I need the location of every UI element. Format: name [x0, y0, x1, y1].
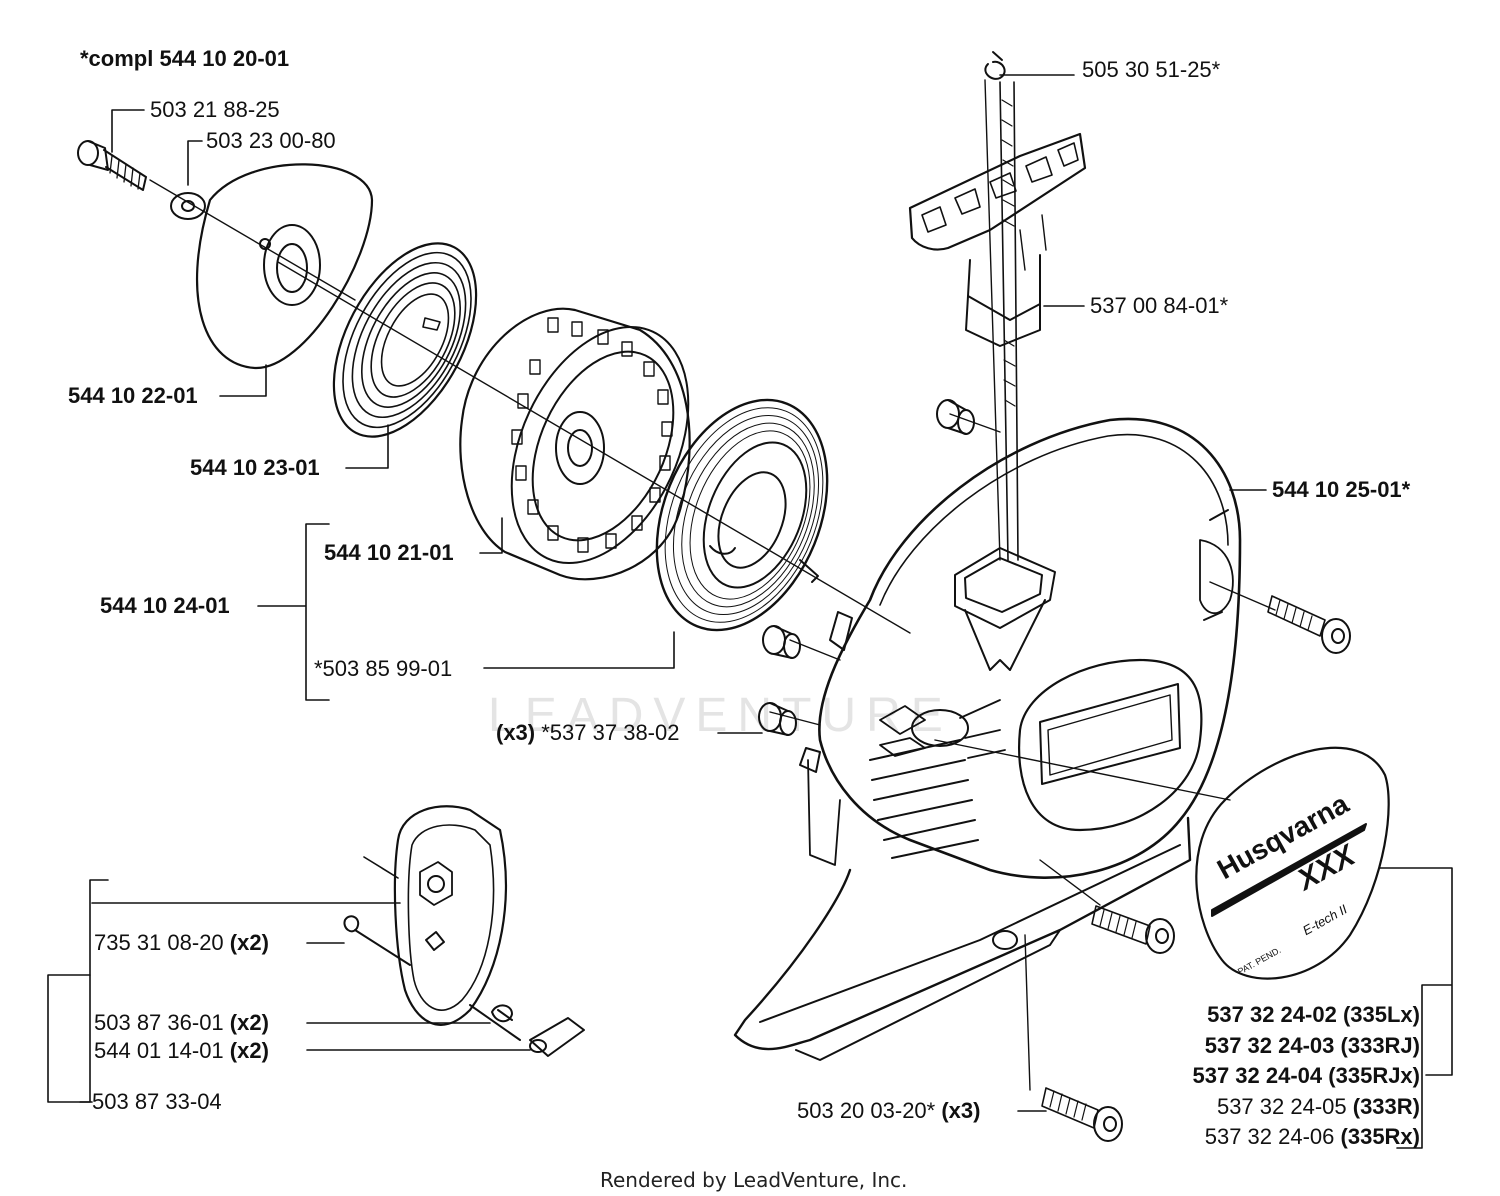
part-label-503-20-03-20[interactable]: 503 20 03-20* (x3) — [797, 1100, 980, 1122]
bushing-low — [758, 702, 797, 736]
quantity-badge: (x3) — [496, 720, 536, 745]
model-code: (335RJx) — [1328, 1063, 1420, 1088]
part-label-503-21-88-25[interactable]: 503 21 88-25 — [150, 97, 280, 122]
bushing-top — [936, 399, 975, 435]
recoil-spring — [332, 242, 478, 438]
footer-credit: Rendered by LeadVenture, Inc. — [600, 1168, 908, 1192]
starter-housing — [733, 417, 1242, 1061]
quantity-badge: (x2) — [229, 930, 269, 955]
part-number: 544 01 14-01 — [94, 1038, 224, 1063]
part-number: 503 20 03-20* — [797, 1098, 936, 1123]
assembly-title: *compl 544 10 20-01 — [80, 46, 290, 71]
part-label-503-87-36-01[interactable]: 503 87 36-01 (x2) — [94, 1012, 269, 1034]
part-label-735-31-08-20[interactable]: 735 31 08-20 (x2) — [94, 932, 269, 954]
decal-label-333r[interactable]: 537 32 24-05 (333R) — [1146, 1096, 1420, 1118]
washer-503-23-00-80 — [170, 192, 206, 220]
quantity-badge: (x3) — [941, 1098, 981, 1123]
part-number: 503 87 36-01 — [94, 1010, 224, 1035]
part-number: 537 32 24-05 — [1216, 1094, 1347, 1119]
leader-lines — [47, 74, 1453, 1149]
axis-lines — [149, 79, 1276, 1091]
rope-pulley — [459, 307, 691, 581]
part-number: 735 31 08-20 — [94, 930, 224, 955]
quantity-badge: (x2) — [229, 1038, 269, 1063]
pawl-assembly — [343, 805, 585, 1057]
model-code: (333RJ) — [1340, 1033, 1420, 1058]
model-code: (335Rx) — [1340, 1124, 1420, 1149]
part-number: 537 32 24-04 — [1192, 1063, 1323, 1088]
decal-plate — [1195, 746, 1390, 980]
part-number: 537 32 24-06 — [1204, 1124, 1335, 1149]
screw-503-21-88-25 — [77, 140, 147, 191]
decal-label-335rjx[interactable]: 537 32 24-04 (335RJx) — [1136, 1065, 1420, 1087]
screw-front — [1091, 905, 1175, 954]
part-label-544-10-24-01[interactable]: 544 10 24-01 — [100, 593, 230, 618]
part-label-503-85-99-01[interactable]: *503 85 99-01 — [314, 656, 453, 681]
part-number: 537 32 24-03 — [1204, 1033, 1335, 1058]
decal-label-335lx[interactable]: 537 32 24-02 (335Lx) — [1146, 1004, 1420, 1026]
model-code: (335Lx) — [1342, 1002, 1420, 1027]
decal-label-333rj[interactable]: 537 32 24-03 (333RJ) — [1146, 1035, 1420, 1057]
quantity-badge: (x2) — [229, 1010, 269, 1035]
cover-plate — [196, 163, 374, 370]
part-label-544-10-23-01[interactable]: 544 10 23-01 — [190, 455, 320, 480]
decal-label-335rx[interactable]: 537 32 24-06 (335Rx) — [1146, 1126, 1420, 1148]
screw-right — [1267, 595, 1351, 654]
part-number: 537 32 24-02 — [1207, 1002, 1337, 1027]
spring-cassette — [655, 398, 829, 632]
bushing-mid — [762, 625, 801, 659]
part-label-503-87-33-04[interactable]: 503 87 33-04 — [92, 1089, 222, 1114]
part-label-544-10-22-01[interactable]: 544 10 22-01 — [68, 383, 198, 408]
part-label-537-37-38-02[interactable]: (x3) *537 37 38-02 — [496, 722, 679, 744]
screw-503-20-03-20 — [1041, 1087, 1123, 1142]
part-label-544-01-14-01[interactable]: 544 01 14-01 (x2) — [94, 1040, 269, 1062]
part-label-505-30-51-25[interactable]: 505 30 51-25* — [1082, 57, 1221, 82]
starter-handle — [908, 51, 1087, 561]
part-label-544-10-25-01[interactable]: 544 10 25-01* — [1272, 477, 1411, 502]
part-number: *537 37 38-02 — [541, 720, 680, 745]
part-label-503-23-00-80[interactable]: 503 23 00-80 — [206, 128, 336, 153]
model-code: (333R) — [1352, 1094, 1420, 1119]
part-label-537-00-84-01[interactable]: 537 00 84-01* — [1090, 293, 1229, 318]
part-label-544-10-21-01[interactable]: 544 10 21-01 — [324, 540, 454, 565]
watermark: LEADVENTURE — [488, 689, 953, 742]
